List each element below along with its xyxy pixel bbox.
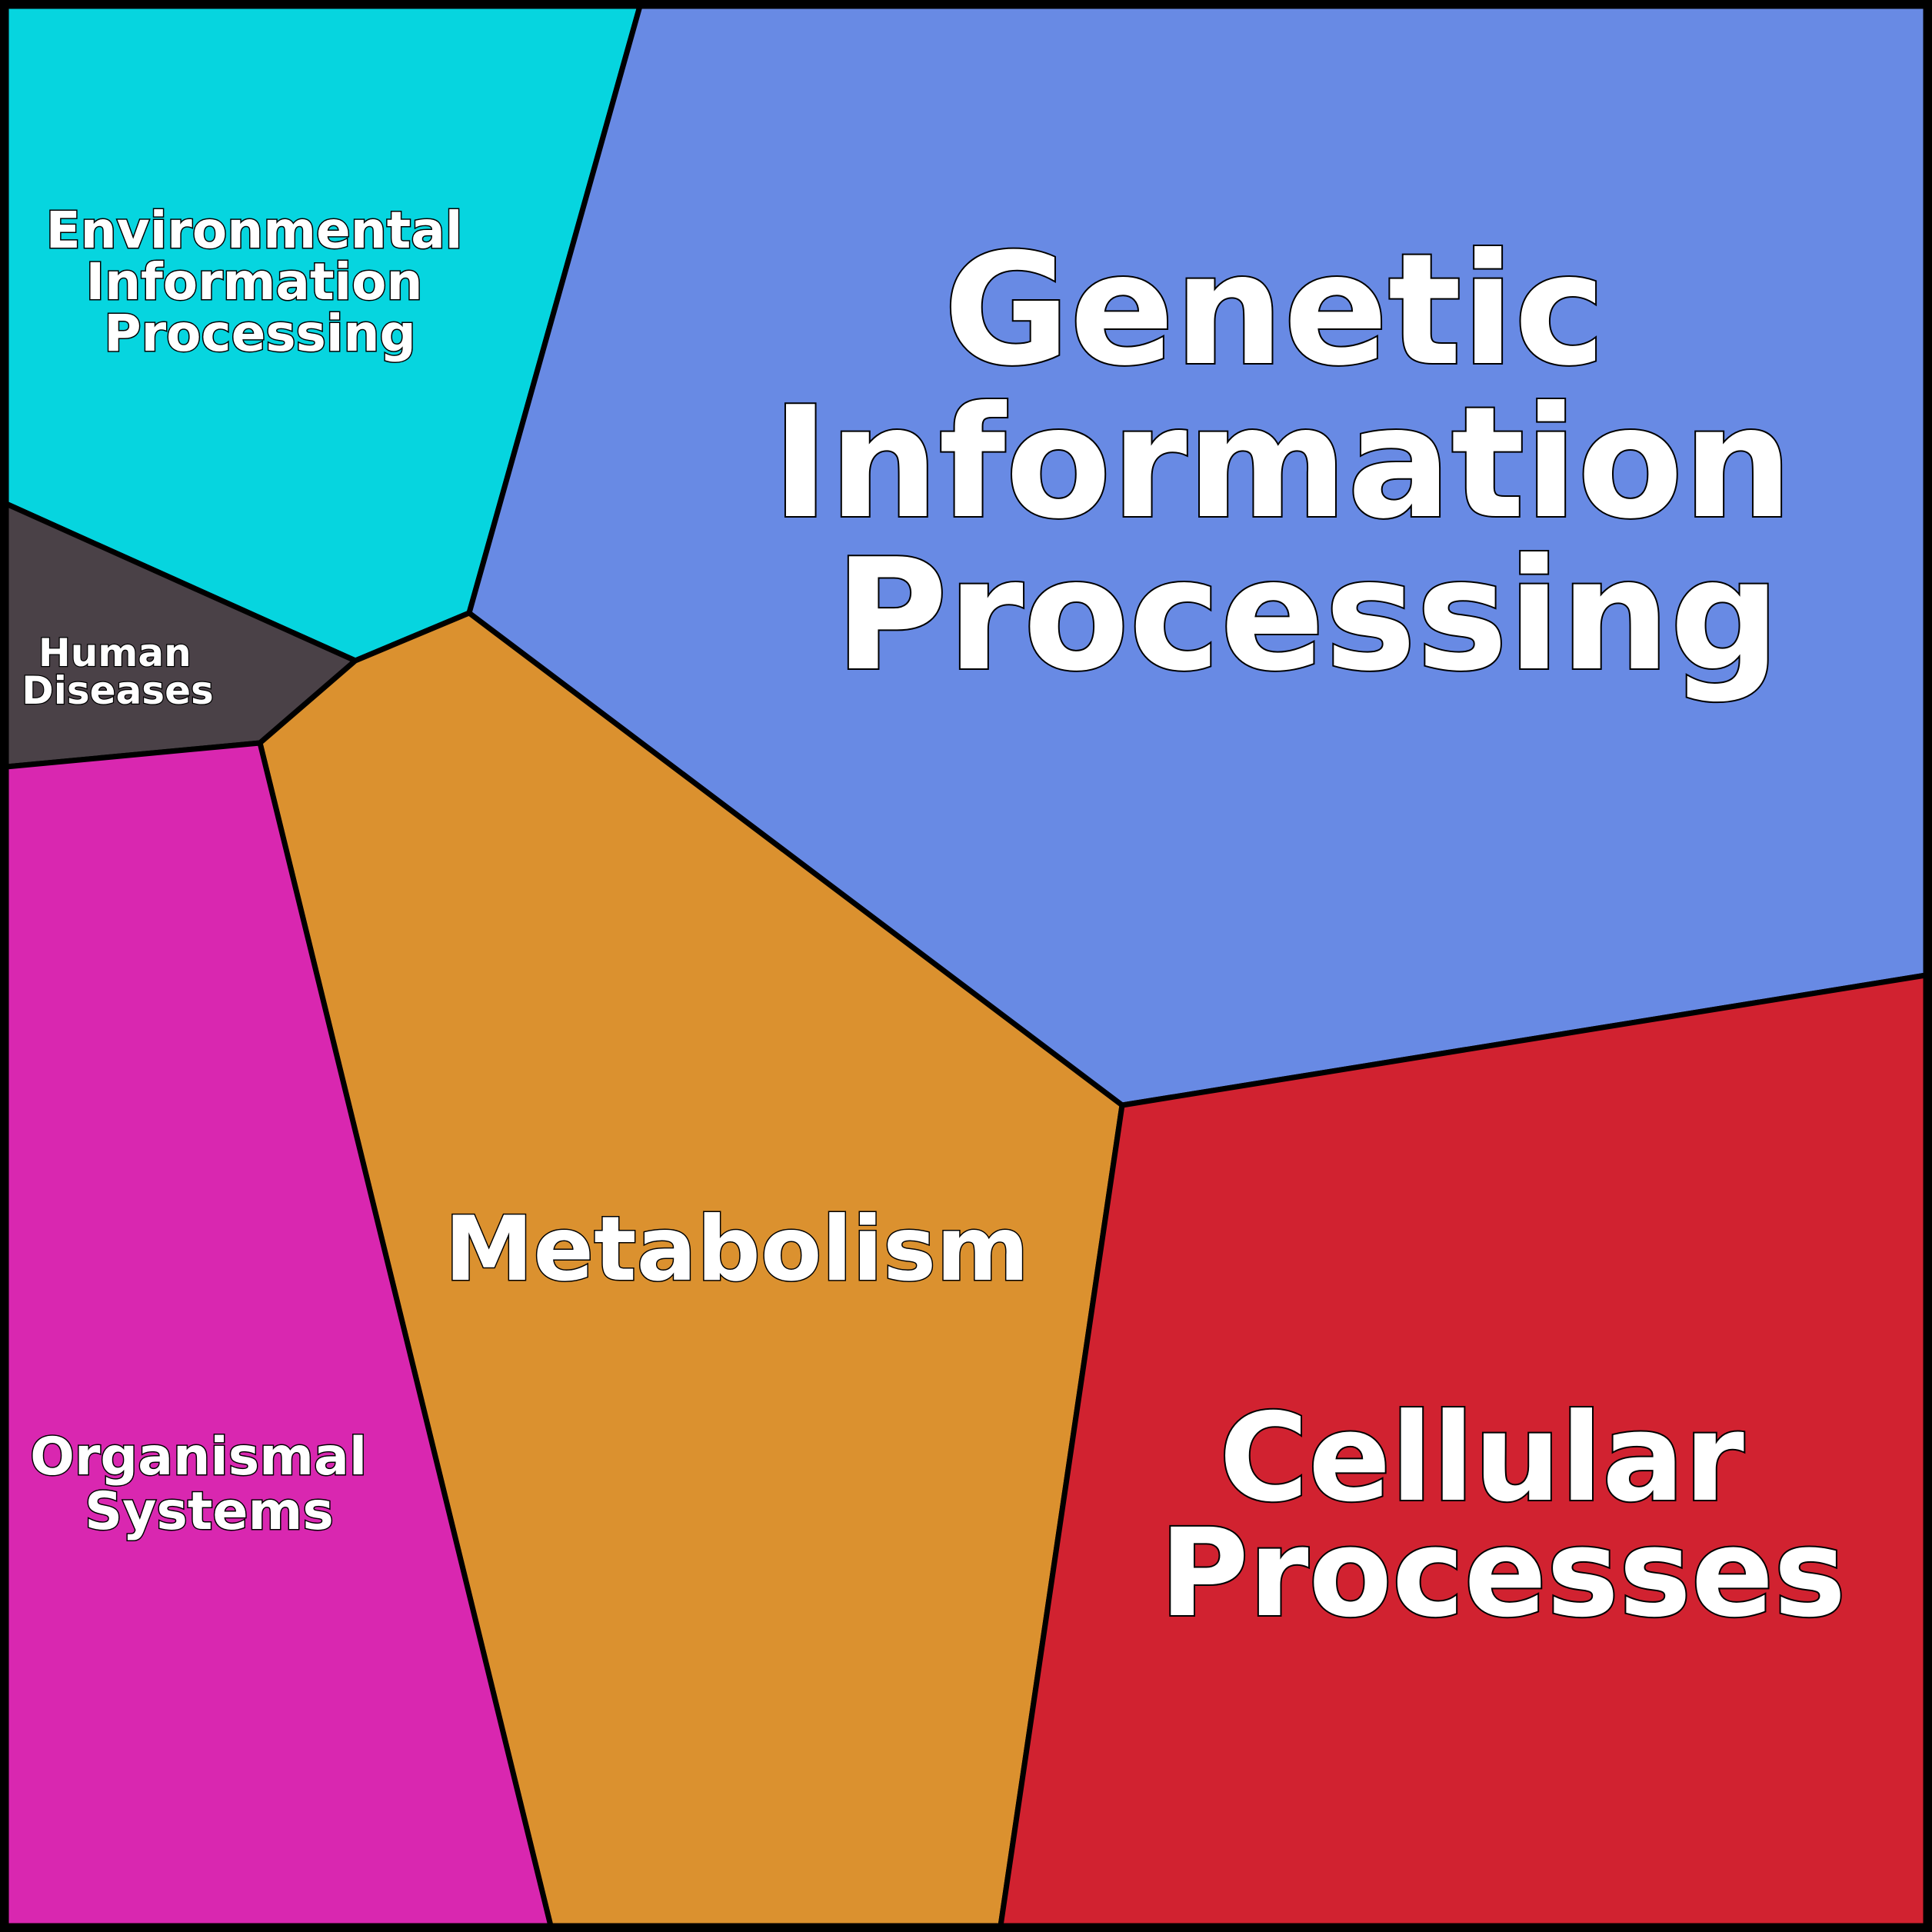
label-line: Processing [104,304,416,363]
label-line: Cellular [1219,1387,1744,1529]
label-line: Information [772,374,1793,553]
label-genetic-information-processing: Genetic Information Processing [772,221,1847,705]
label-metabolism: Metabolism [445,1198,1029,1301]
label-line: Metabolism [445,1198,1029,1301]
label-organismal-systems: Organismal Systems [30,1427,385,1542]
label-line: Genetic [944,221,1606,400]
label-line: Organismal [30,1427,367,1487]
label-environmental-information-processing: Environmental Information Processing [46,201,481,363]
label-human-diseases: Human Diseases [22,631,214,713]
cell-cellular-processes[interactable] [998,972,1929,1929]
cell-organismal-systems[interactable] [3,740,554,1929]
label-cellular-processes: Cellular Processes [1160,1387,1846,1644]
label-line: Environmental [46,201,463,260]
label-line: Systems [85,1481,334,1542]
label-line: Processes [1160,1503,1846,1644]
label-line: Information [86,252,423,311]
label-line: Processing [834,526,1780,705]
label-line: Diseases [22,668,214,713]
label-line: Human [38,631,192,675]
